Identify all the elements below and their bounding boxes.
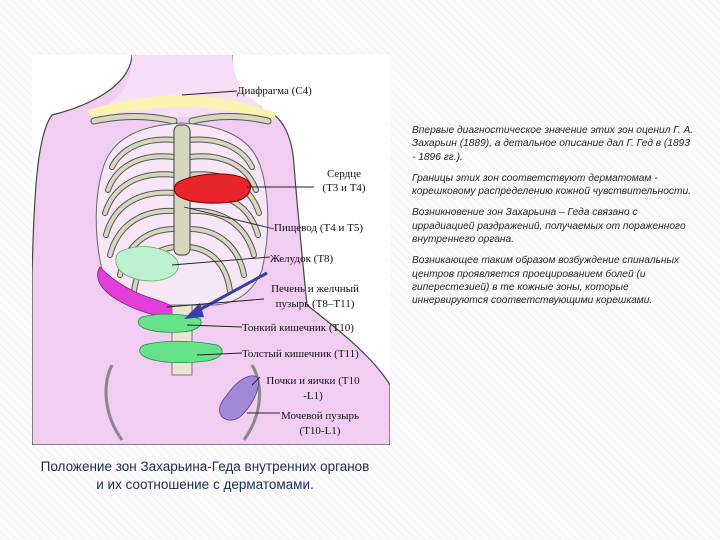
paragraph: Возникающее таким образом возбуждение сп… [412, 254, 694, 307]
paragraph: Впервые диагностическое значение этих зо… [412, 124, 694, 164]
torso-illustration: Диафрагма (C4) Сердце (T3 и T4) Пищевод … [32, 55, 390, 445]
label-stomach: Желудок (T8) [270, 252, 333, 266]
label-small-intestine: Тонкий кишечник (T10) [242, 321, 354, 335]
label-liver-1: Печень и желчный [260, 282, 370, 296]
label-esophagus: Пищевод (T4 и T5) [274, 221, 363, 235]
label-bladder-1: Мочевой пузырь [272, 409, 368, 423]
label-large-intestine: Толстый кишечник (T11) [242, 347, 359, 361]
label-kidneys-1: Почки и яички (T10 [258, 374, 368, 388]
label-heart-1: Сердце [314, 167, 374, 181]
label-kidneys-2: -L1) [258, 389, 368, 403]
label-bladder-2: (T10-L1) [272, 424, 368, 438]
label-liver-2: пузырь (T8–T11) [260, 297, 370, 311]
explanation-text: Впервые диагностическое значение этих зо… [412, 124, 694, 316]
paragraph: Границы этих зон соответствуют дерматома… [412, 172, 694, 199]
figure-caption: Положение зон Захарьина-Геда внутренних … [40, 458, 370, 494]
label-heart-2: (T3 и T4) [314, 181, 374, 195]
label-diaphragm: Диафрагма (C4) [237, 84, 312, 98]
paragraph: Возникновение зон Захарьина – Геда связа… [412, 206, 694, 246]
heart-zone [174, 174, 250, 203]
large-intestine-zone [140, 341, 223, 362]
